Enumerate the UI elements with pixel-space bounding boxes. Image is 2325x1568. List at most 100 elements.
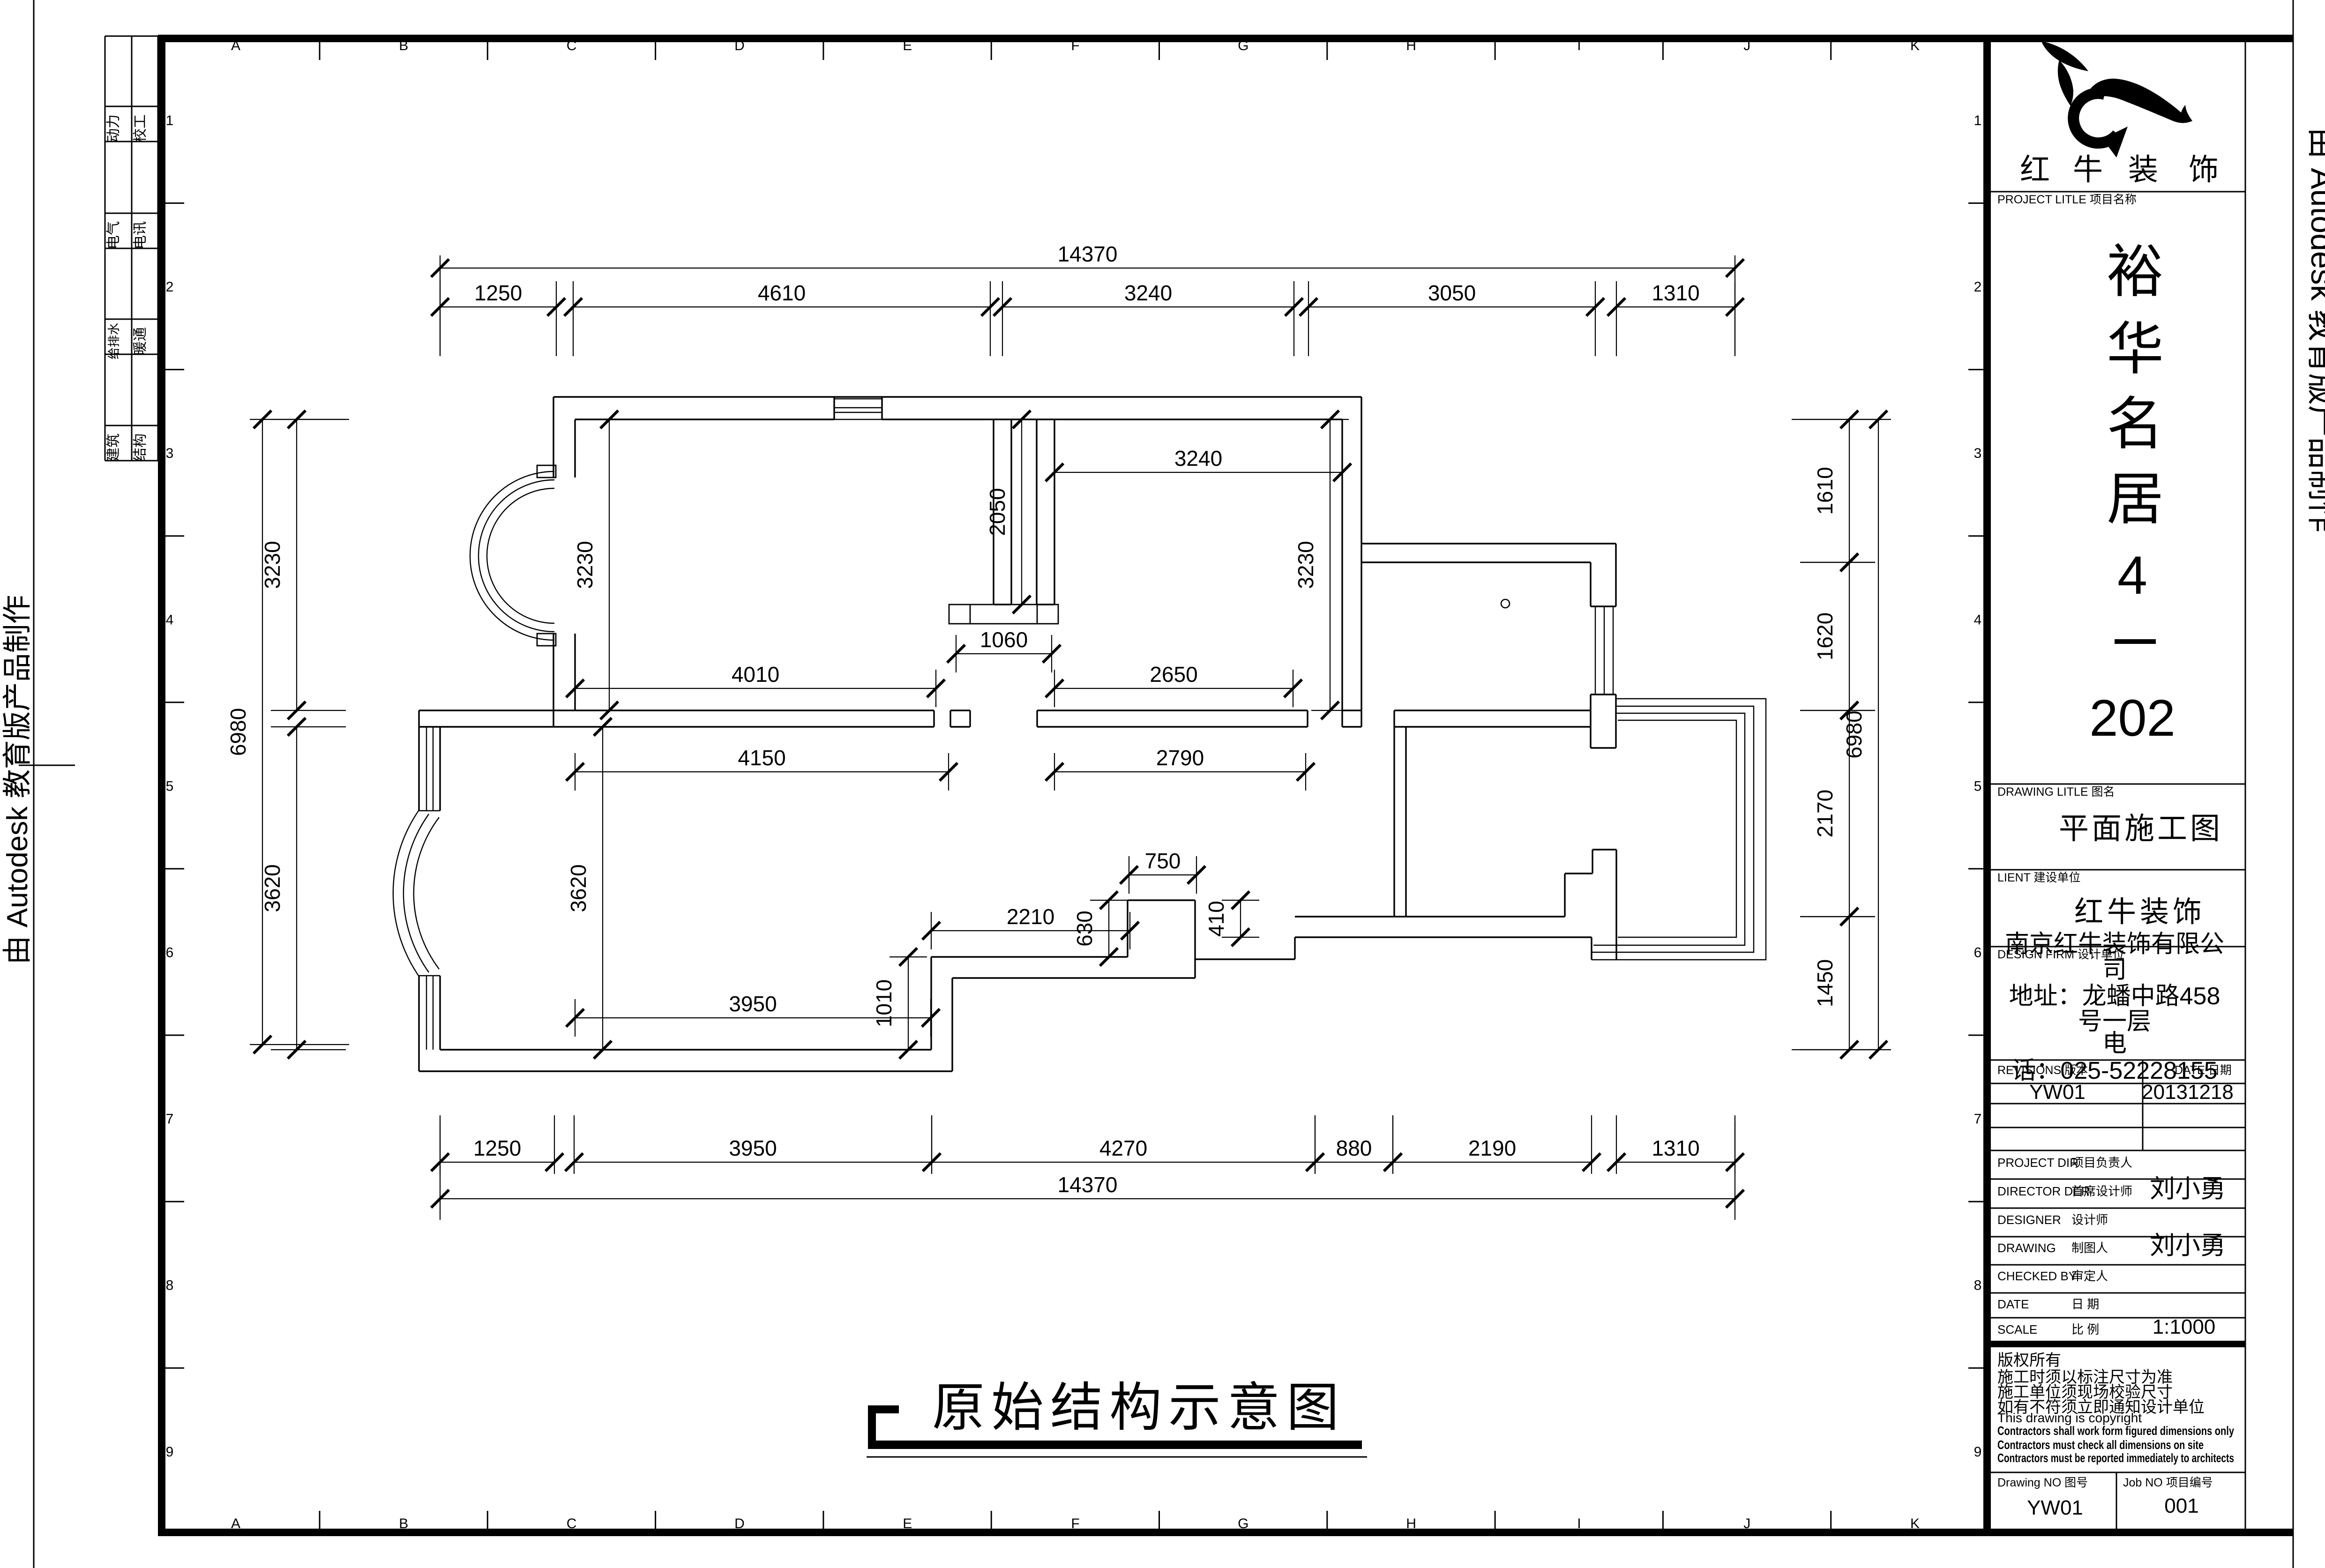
svg-text:D: D — [734, 38, 745, 53]
svg-text:A: A — [231, 38, 240, 53]
svg-text:1:1000: 1:1000 — [2153, 1315, 2216, 1338]
svg-text:电气: 电气 — [106, 221, 121, 249]
svg-text:原始结构示意图: 原始结构示意图 — [932, 1378, 1346, 1437]
svg-text:Job NO 项目编号: Job NO 项目编号 — [2123, 1476, 2213, 1489]
svg-text:H: H — [1406, 38, 1416, 53]
svg-text:I: I — [1577, 38, 1581, 53]
svg-text:由 Autodesk 教育版产品制作: 由 Autodesk 教育版产品制作 — [2304, 127, 2325, 532]
svg-text:1310: 1310 — [1652, 1136, 1699, 1160]
svg-text:4010: 4010 — [732, 662, 779, 687]
svg-text:REVISIONS 版本: REVISIONS 版本 — [1997, 1064, 2088, 1077]
svg-text:E: E — [903, 38, 912, 53]
svg-text:2: 2 — [166, 279, 174, 295]
svg-text:Drawing NO 图号: Drawing NO 图号 — [1997, 1476, 2088, 1489]
svg-text:平面施工图: 平面施工图 — [2059, 812, 2223, 845]
svg-text:C: C — [567, 1516, 577, 1531]
svg-text:审定人: 审定人 — [2071, 1269, 2108, 1283]
svg-text:版权所有: 版权所有 — [1997, 1351, 2061, 1369]
svg-text:8: 8 — [1974, 1278, 1982, 1293]
svg-text:装: 装 — [2128, 153, 2158, 187]
svg-text:1450: 1450 — [1813, 959, 1837, 1007]
svg-text:居: 居 — [2107, 467, 2164, 531]
svg-text:设计师: 设计师 — [2071, 1213, 2108, 1227]
svg-text:E: E — [903, 1516, 912, 1531]
svg-text:制图人: 制图人 — [2071, 1241, 2108, 1255]
svg-text:6: 6 — [166, 945, 174, 961]
svg-text:K: K — [1910, 1516, 1920, 1531]
svg-text:9: 9 — [166, 1444, 174, 1460]
svg-text:DESIGNER: DESIGNER — [1997, 1213, 2061, 1227]
svg-text:地址：龙蟠中路458: 地址：龙蟠中路458 — [2009, 983, 2220, 1010]
svg-text:PROJECT LITLE 项目名称: PROJECT LITLE 项目名称 — [1997, 193, 2137, 206]
svg-text:4: 4 — [166, 612, 174, 627]
svg-text:3050: 3050 — [1428, 281, 1476, 305]
svg-text:电: 电 — [2102, 1030, 2127, 1057]
svg-text:3240: 3240 — [1124, 281, 1172, 305]
svg-text:暖通: 暖通 — [133, 327, 148, 355]
svg-text:DRAWING LITLE 图名: DRAWING LITLE 图名 — [1997, 785, 2115, 799]
svg-text:华: 华 — [2107, 317, 2164, 381]
svg-text:红牛装饰: 红牛装饰 — [2074, 896, 2205, 928]
svg-text:司: 司 — [2102, 956, 2127, 984]
svg-text:话：025-52228155: 话：025-52228155 — [2011, 1057, 2217, 1084]
svg-text:This drawing is copyright: This drawing is copyright — [1997, 1411, 2142, 1425]
svg-text:2050: 2050 — [985, 488, 1009, 536]
svg-text:1620: 1620 — [1813, 612, 1837, 660]
svg-text:4: 4 — [2117, 545, 2147, 605]
svg-text:Contractors shall work form fi: Contractors shall work form figured dime… — [1997, 1424, 2234, 1438]
svg-text:G: G — [1238, 1516, 1248, 1531]
svg-text:号一层: 号一层 — [2078, 1008, 2151, 1035]
svg-text:DIRECTOR DER: DIRECTOR DER — [1997, 1184, 2090, 1198]
svg-text:日 期: 日 期 — [2071, 1297, 2099, 1311]
svg-text:D: D — [734, 1516, 745, 1531]
svg-text:3620: 3620 — [260, 864, 284, 912]
svg-text:14370: 14370 — [1058, 242, 1118, 266]
svg-text:裕: 裕 — [2107, 240, 2164, 304]
svg-text:K: K — [1910, 38, 1920, 53]
svg-text:刘小勇: 刘小勇 — [2150, 1175, 2226, 1203]
svg-text:1010: 1010 — [872, 979, 896, 1027]
svg-text:电讯: 电讯 — [133, 221, 148, 249]
svg-text:20131218: 20131218 — [2142, 1081, 2234, 1104]
svg-text:LIENT 建设单位: LIENT 建设单位 — [1997, 871, 2080, 884]
svg-text:校工: 校工 — [133, 114, 148, 142]
svg-text:3240: 3240 — [1174, 446, 1222, 470]
svg-text:F: F — [1071, 38, 1079, 53]
svg-text:3230: 3230 — [260, 541, 284, 589]
svg-text:DATE: DATE — [1997, 1297, 2029, 1311]
svg-text:Contractors must check all dim: Contractors must check all dimensions on… — [1997, 1438, 2204, 1452]
svg-text:1: 1 — [166, 113, 174, 128]
svg-text:2: 2 — [1974, 279, 1982, 295]
svg-text:施工时须以标注尺寸为准: 施工时须以标注尺寸为准 — [1997, 1368, 2173, 1386]
svg-text:4610: 4610 — [758, 281, 806, 305]
svg-text:750: 750 — [1145, 849, 1181, 873]
svg-text:J: J — [1743, 1516, 1750, 1531]
svg-text:如有不符须立即通知设计单位: 如有不符须立即通知设计单位 — [1997, 1398, 2205, 1416]
svg-text:刘小勇: 刘小勇 — [2150, 1232, 2226, 1260]
svg-text:14370: 14370 — [1058, 1172, 1118, 1197]
svg-text:J: J — [1743, 38, 1750, 53]
svg-text:名: 名 — [2107, 392, 2164, 456]
svg-text:A: A — [231, 1516, 240, 1531]
svg-text:施工单位须现场校验尺寸: 施工单位须现场校验尺寸 — [1997, 1383, 2173, 1401]
svg-text:项目负责人: 项目负责人 — [2071, 1156, 2132, 1170]
svg-text:G: G — [1238, 38, 1248, 53]
svg-text:2170: 2170 — [1813, 790, 1837, 837]
svg-text:SCALE: SCALE — [1997, 1322, 2037, 1337]
svg-text:C: C — [567, 38, 577, 53]
svg-text:由 Autodesk 教育版产品制作: 由 Autodesk 教育版产品制作 — [1, 595, 34, 965]
svg-text:比 例: 比 例 — [2071, 1322, 2099, 1337]
svg-text:建筑: 建筑 — [106, 433, 121, 462]
svg-text:2650: 2650 — [1150, 662, 1197, 687]
svg-text:1610: 1610 — [1813, 467, 1837, 515]
svg-text:630: 630 — [1072, 911, 1097, 947]
svg-text:CHECKED BY: CHECKED BY — [1997, 1269, 2077, 1283]
svg-text:3620: 3620 — [566, 864, 591, 912]
svg-text:首席设计师: 首席设计师 — [2071, 1184, 2132, 1198]
svg-text:4150: 4150 — [738, 746, 785, 770]
svg-text:饰: 饰 — [2189, 153, 2219, 187]
svg-text:动力: 动力 — [106, 114, 121, 142]
svg-text:3: 3 — [1974, 446, 1982, 461]
svg-text:6: 6 — [1974, 945, 1982, 961]
svg-text:3230: 3230 — [573, 541, 597, 589]
